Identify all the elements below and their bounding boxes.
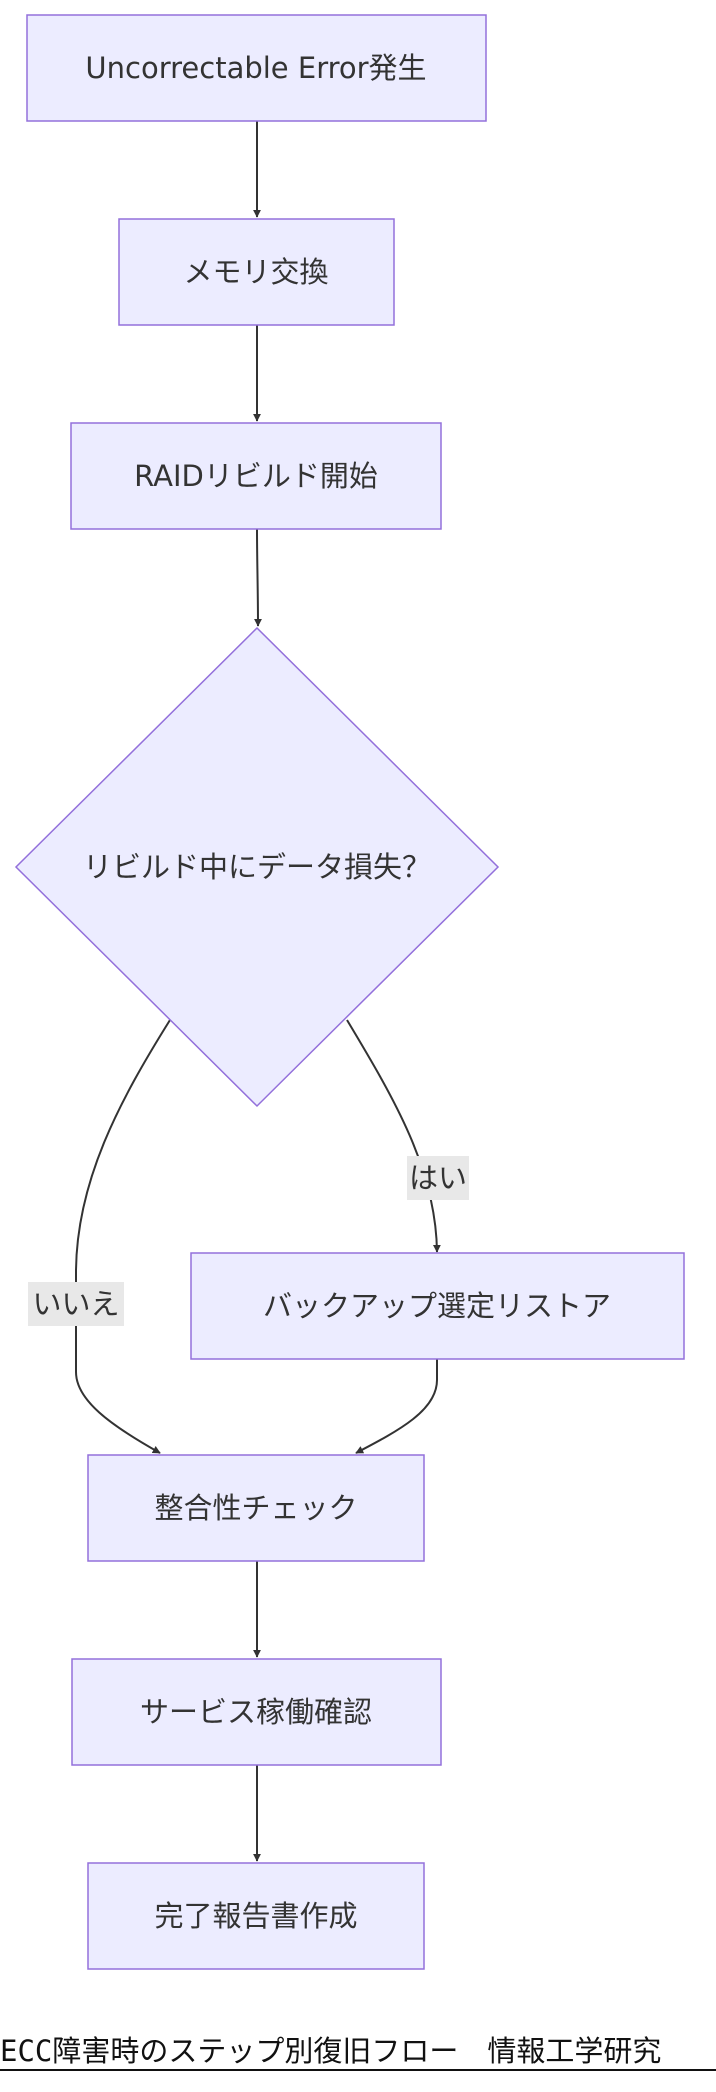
edge-decision-no xyxy=(75,1019,171,1454)
node-report-label: 完了報告書作成 xyxy=(154,1899,357,1933)
node-integrity-check-label: 整合性チェック xyxy=(154,1491,357,1525)
edge-label-yes: はい xyxy=(407,1156,469,1200)
node-integrity-check: 整合性チェック xyxy=(87,1454,425,1562)
edge-backup-to-integrity xyxy=(355,1359,438,1454)
decision-data-loss-label: リビルド中にデータ損失？ xyxy=(83,850,431,884)
node-service-check: サービス稼働確認 xyxy=(71,1658,442,1766)
node-backup-restore-label: バックアップ選定リストア xyxy=(263,1289,611,1323)
node-report: 完了報告書作成 xyxy=(87,1862,425,1970)
node-raid-rebuild-label: RAIDリビルド開始 xyxy=(134,459,378,493)
figure-caption: ECC障害時のステップ別復旧フロー 情報工学研究 xyxy=(0,2033,716,2071)
node-uncorrectable-error-label: Uncorrectable Error発生 xyxy=(85,51,426,85)
edge-label-yes-text: はい xyxy=(409,1161,467,1195)
node-memory-swap: メモリ交換 xyxy=(118,218,395,326)
decision-data-loss: リビルド中にデータ損失？ xyxy=(14,626,500,1108)
node-memory-swap-label: メモリ交換 xyxy=(183,255,328,289)
edge-label-no: いいえ xyxy=(28,1282,124,1326)
edge-label-no-text: いいえ xyxy=(32,1287,119,1321)
node-service-check-label: サービス稼働確認 xyxy=(140,1695,372,1729)
edge-decision-yes xyxy=(346,1019,441,1253)
edge-raid-rebuild-to-decision xyxy=(253,528,262,627)
node-raid-rebuild: RAIDリビルド開始 xyxy=(70,422,442,530)
node-backup-restore: バックアップ選定リストア xyxy=(190,1252,685,1360)
node-uncorrectable-error: Uncorrectable Error発生 xyxy=(26,14,487,122)
